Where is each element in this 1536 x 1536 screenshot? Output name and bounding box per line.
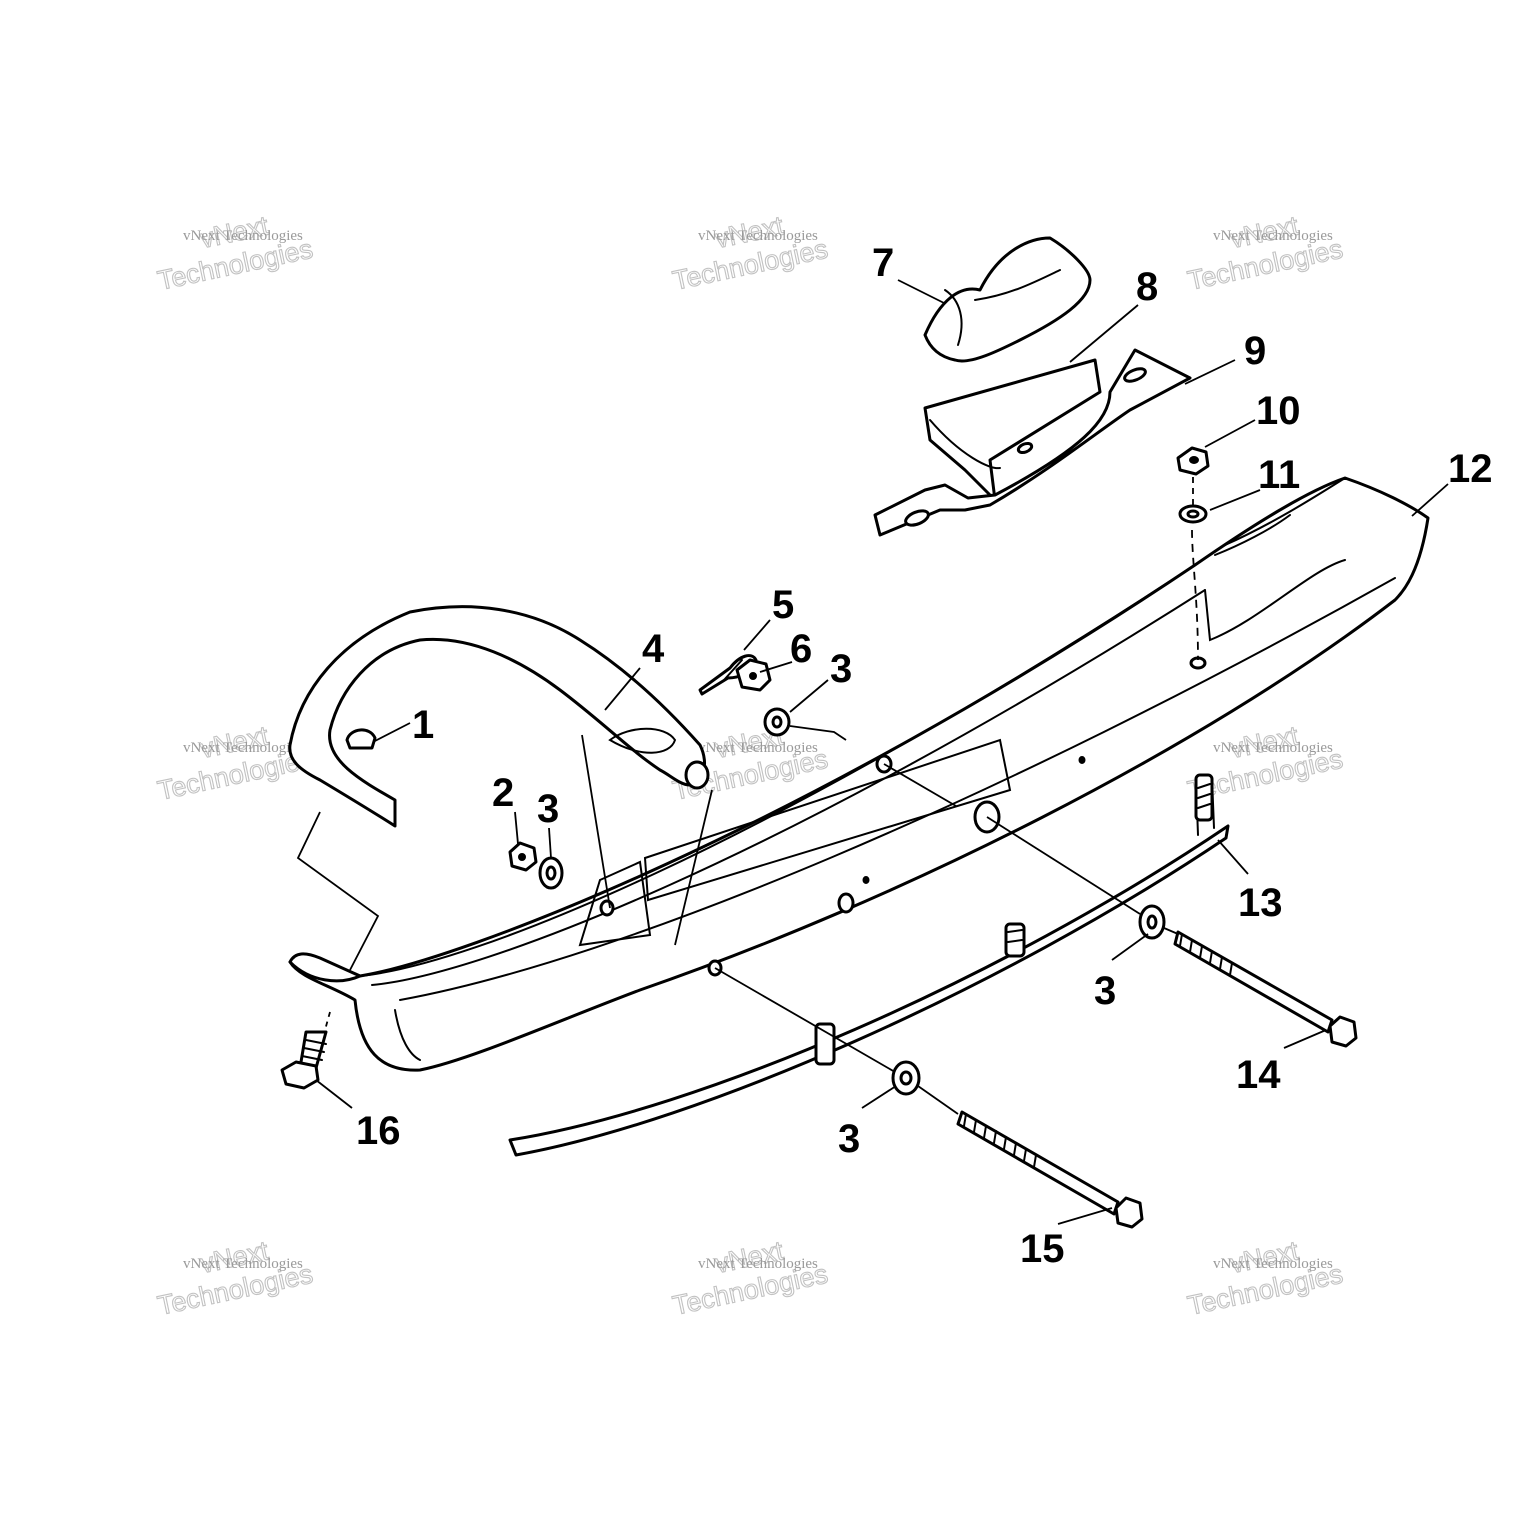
- watermark-small-text: vNext Technologies: [698, 1256, 818, 1272]
- callout-12: 12: [1448, 447, 1493, 491]
- part-nut-upper: [735, 658, 772, 692]
- part-ski-plate: [873, 348, 1192, 537]
- callout-6: 6: [790, 627, 812, 671]
- part-wear-bar: [508, 773, 1230, 1157]
- watermark-small-text: vNext Technologies: [698, 228, 818, 244]
- part-ski-stop: [923, 236, 1092, 363]
- part-bolt-long-left: [956, 1110, 1144, 1229]
- part-washer-left: [538, 856, 564, 890]
- watermark-small-text: vNext Technologies: [1213, 740, 1333, 756]
- part-bolt-short: [280, 1030, 328, 1090]
- part-bolt-long-right: [1173, 930, 1358, 1048]
- watermark-bottom-left: Technologies vNext: [154, 1235, 316, 1322]
- assembly-lines: [296, 477, 1199, 1115]
- watermark-small-text: vNext Technologies: [183, 740, 303, 756]
- callout-leaders: [315, 279, 1449, 1225]
- watermark-small-text: vNext Technologies: [183, 1256, 303, 1272]
- part-ski: [288, 476, 1430, 1072]
- watermark-bottom-right: Technologies vNext: [1184, 1235, 1346, 1322]
- watermark-small-text: vNext Technologies: [698, 740, 818, 756]
- watermark-mid-left: Technologies vNext: [154, 720, 316, 807]
- callout-3-left: 3: [537, 787, 559, 831]
- part-washer-lower-center: [1138, 904, 1166, 940]
- callout-labels: 1 2 3 4 5 6 3 7 8 9 10 11 12 13 3 14 3 1…: [356, 241, 1493, 1271]
- callout-9: 9: [1244, 329, 1266, 373]
- callout-16: 16: [356, 1109, 401, 1153]
- watermark-small-text: vNext Technologies: [1213, 1256, 1333, 1272]
- watermark-bottom-center: Technologies vNext: [669, 1235, 831, 1322]
- part-clip: [345, 728, 377, 750]
- part-washer-lower-left: [891, 1060, 921, 1096]
- callout-3-upper: 3: [830, 647, 852, 691]
- callout-10: 10: [1256, 389, 1301, 433]
- callout-11: 11: [1258, 453, 1300, 497]
- callout-13: 13: [1238, 881, 1283, 925]
- part-washer-right: [1178, 504, 1208, 524]
- part-saddle: [923, 358, 1102, 502]
- watermark-small-text: vNext Technologies: [1213, 228, 1333, 244]
- part-ski-loop: [288, 605, 710, 828]
- callout-15: 15: [1020, 1227, 1065, 1271]
- watermark-top-left: Technologies vNext: [154, 210, 316, 297]
- callout-2: 2: [492, 771, 514, 815]
- part-nut-right: [1176, 446, 1210, 476]
- callout-3-lower-center: 3: [1094, 969, 1116, 1013]
- watermark-top-center: Technologies vNext: [669, 210, 831, 297]
- watermark-top-right: Technologies vNext: [1184, 210, 1346, 297]
- callout-14: 14: [1236, 1053, 1281, 1097]
- part-washer-upper: [763, 707, 791, 737]
- callout-3-lower-left: 3: [838, 1117, 860, 1161]
- watermark-small-text: vNext Technologies: [183, 228, 303, 244]
- callout-1: 1: [412, 703, 434, 747]
- callout-7: 7: [872, 241, 894, 285]
- callout-8: 8: [1136, 265, 1158, 309]
- part-nut-left: [508, 841, 538, 872]
- callout-5: 5: [772, 583, 794, 627]
- callout-4: 4: [642, 627, 665, 671]
